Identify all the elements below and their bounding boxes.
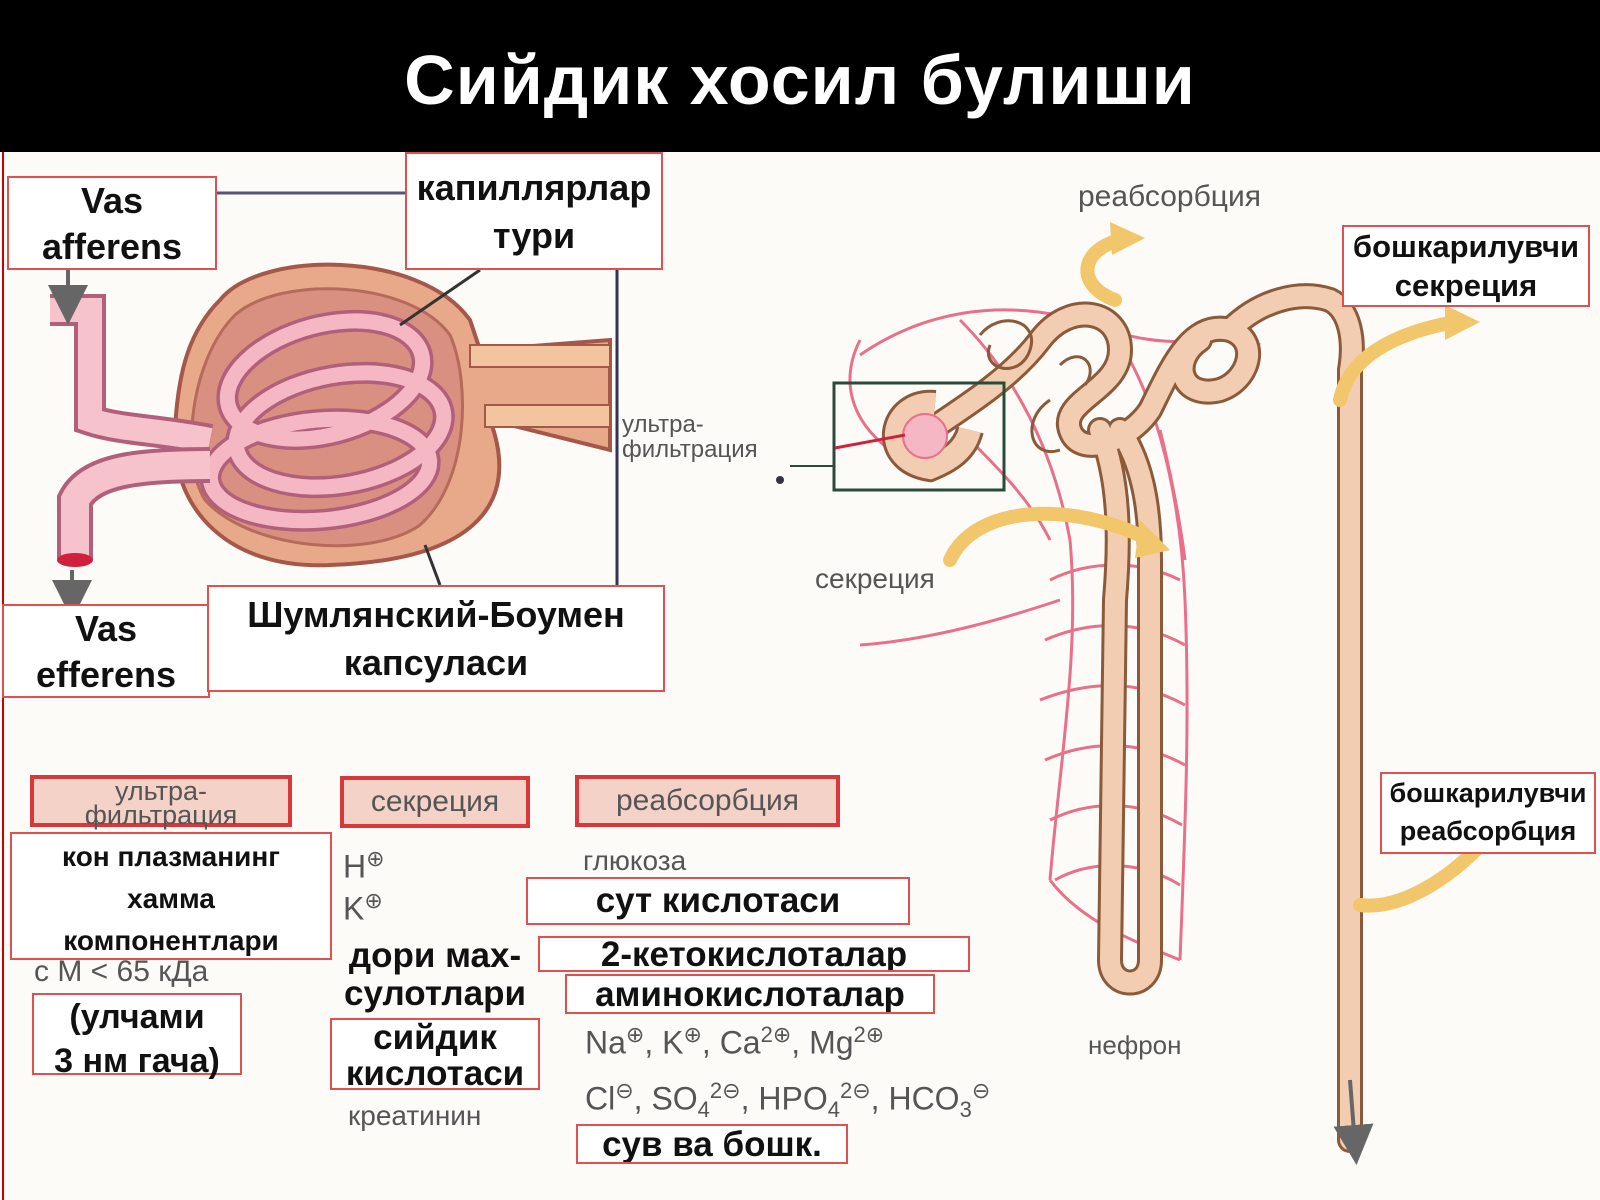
mass-note: с М < 65 кДа [34,955,209,988]
label-capsule: Шумлянский-Боумен капсуласи [207,585,665,692]
glomerulus-highlight-box [832,381,1006,492]
page-title: Сийдик хосил булиши [404,41,1196,119]
label-capillaries: капиллярлар тури [405,152,663,270]
label-ultrafiltration: ультра- фильтрация [622,411,758,463]
left-border [2,0,4,1200]
anions: Cl⊖, SO42⊖, HPO42⊖, HCO3⊖ [585,1078,991,1123]
pointer-capillaries [399,268,481,327]
pointer-capsule [423,544,442,586]
header-reabsorption: реабсорбция [575,775,840,827]
label-nephron: нефрон [1088,1030,1182,1060]
ion-k: K⊕ [343,888,383,927]
size-note-box: (улчами 3 нм гача) [32,993,242,1080]
collecting-duct-arrow [1333,1079,1374,1165]
label-secretion: секреция [815,563,935,594]
label-controlled-reabsorption: бошкарилувчи реабсорбция [1380,772,1596,854]
efferent-vessel [57,447,211,567]
renal-tubule [887,283,1365,1153]
drugs-label: дори мах- сулотлари [343,937,527,1013]
label-reabsorption: реабсорбция [1078,180,1261,213]
label-controlled-secretion: бошкарилувчи секреция [1342,225,1590,307]
header-ultrafiltration: ультра- фильтрация [30,775,292,829]
glucose: глюкоза [583,845,687,876]
water-box: сув ва бошк. [576,1124,848,1164]
header-secretion: секреция [340,776,530,828]
process-arrows [943,233,1497,913]
title-bar: Сийдик хосил булиши [0,0,1600,152]
nephron-glomerulus [881,389,984,483]
lactic-acid-box: сут кислотаси [526,877,910,925]
ion-h: H⊕ [343,846,385,885]
cations: Na⊕, K⊕, Ca2⊕, Mg2⊕ [585,1022,885,1061]
afferent-vessel [50,294,214,456]
uric-acid-box: сийдик кислотаси [330,1018,540,1090]
ultrafiltration-plasma-box: кон плазманинг хамма компонентлари [10,832,332,960]
label-vas-afferens: Vas afferens [7,176,217,270]
dot [776,476,784,484]
label-vas-efferens: Vas efferens [2,604,210,698]
creatinine: креатинин [348,1100,482,1131]
ketoacids-box: 2-кетокислоталар [538,936,970,972]
filtration-pointer [834,433,906,450]
glomerulus-inner [202,313,452,529]
aminoacids-box: аминокислоталар [565,974,935,1014]
